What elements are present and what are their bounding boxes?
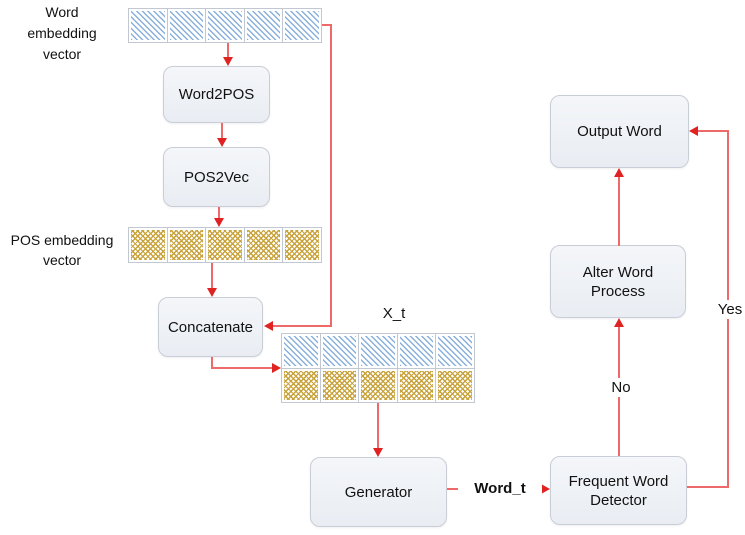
edge-wordvec-to-word2pos-line <box>227 43 229 59</box>
node-pos2vec: POS2Vec <box>163 147 270 207</box>
vector-cell <box>319 334 359 368</box>
edge-pos2vec-to-posvec-line <box>218 207 220 220</box>
node-frequent-word-detector-label: Frequent Word Detector <box>568 472 669 509</box>
word-embedding-vector-graphic <box>128 8 322 43</box>
edge-concatenate-to-xt-hline <box>211 367 273 369</box>
edge-xt-to-generator-arrowhead <box>373 448 383 457</box>
xt-vector-label: X_t <box>382 305 406 322</box>
edge-wordvec-to-concatenate-stub <box>322 24 332 26</box>
edge-word2pos-to-pos2vec-line <box>221 123 223 140</box>
node-generator: Generator <box>310 457 447 527</box>
vector-cell <box>166 9 206 42</box>
vector-cell <box>282 334 320 368</box>
vector-cell <box>282 9 321 42</box>
pos-embedding-vector-label: POS embedding vector <box>10 232 114 268</box>
node-concatenate-label: Concatenate <box>167 318 254 336</box>
xt-gold-row <box>282 367 474 403</box>
vector-cell <box>129 9 167 42</box>
yes-edge-label: Yes <box>706 300 745 319</box>
node-alter-word-process: Alter Word Process <box>550 245 686 318</box>
edge-awp-to-output-line <box>618 175 620 246</box>
node-word2pos: Word2POS <box>163 66 270 123</box>
vector-cell <box>282 228 321 262</box>
edge-pos2vec-to-posvec-arrowhead <box>214 218 224 227</box>
edge-word2pos-to-pos2vec-arrowhead <box>217 138 227 147</box>
word-t-edge-label: Word_t <box>458 479 542 498</box>
vector-cell <box>358 368 397 402</box>
edge-fwd-to-awp-arrowhead <box>614 318 624 327</box>
edge-posvec-to-concatenate-arrowhead <box>207 288 217 297</box>
vector-cell <box>205 9 244 42</box>
word-embedding-vector-label: Word embedding vector <box>27 4 97 62</box>
edge-posvec-to-concatenate-line <box>211 263 213 290</box>
xt-vector-graphic <box>281 333 475 403</box>
edge-concatenate-to-xt-vline <box>211 357 213 369</box>
vector-cell <box>243 228 283 262</box>
vector-cell <box>396 368 436 402</box>
edge-concatenate-to-xt-arrowhead <box>272 363 281 373</box>
edge-fwd-to-output-top-line <box>696 130 729 132</box>
vector-cell <box>243 9 283 42</box>
vector-cell <box>435 368 474 402</box>
edge-wordvec-to-word2pos-arrowhead <box>223 57 233 66</box>
node-pos2vec-label: POS2Vec <box>183 168 250 186</box>
node-word2pos-label: Word2POS <box>178 86 255 103</box>
vector-cell <box>319 368 359 402</box>
pos-embedding-vector-graphic <box>128 227 322 263</box>
vector-cell <box>166 228 206 262</box>
vector-cell <box>129 228 167 262</box>
edge-awp-to-output-arrowhead <box>614 168 624 177</box>
edge-fwd-to-output-arrowhead <box>689 126 698 136</box>
xt-blue-row <box>282 334 474 368</box>
edge-generator-to-fwd-arrowhead <box>541 484 550 494</box>
node-output-word-label: Output Word <box>577 123 662 140</box>
vector-cell <box>396 334 436 368</box>
node-output-word: Output Word <box>550 95 689 168</box>
vector-cell <box>358 334 397 368</box>
edge-wordvec-to-concatenate-hline <box>272 325 332 327</box>
vector-cell <box>282 369 320 403</box>
edge-fwd-to-output-bottom-line <box>687 486 729 488</box>
edge-wordvec-to-concatenate-vline <box>330 24 332 327</box>
edge-xt-to-generator-line <box>377 403 379 450</box>
no-edge-label: No <box>598 378 644 397</box>
node-concatenate: Concatenate <box>158 297 263 357</box>
node-generator-label: Generator <box>344 483 413 501</box>
node-alter-word-process-label: Alter Word Process <box>582 263 654 300</box>
edge-wordvec-to-concatenate-arrowhead <box>264 321 273 331</box>
vector-cell <box>205 228 244 262</box>
node-frequent-word-detector: Frequent Word Detector <box>550 456 687 525</box>
vector-cell <box>435 334 474 368</box>
